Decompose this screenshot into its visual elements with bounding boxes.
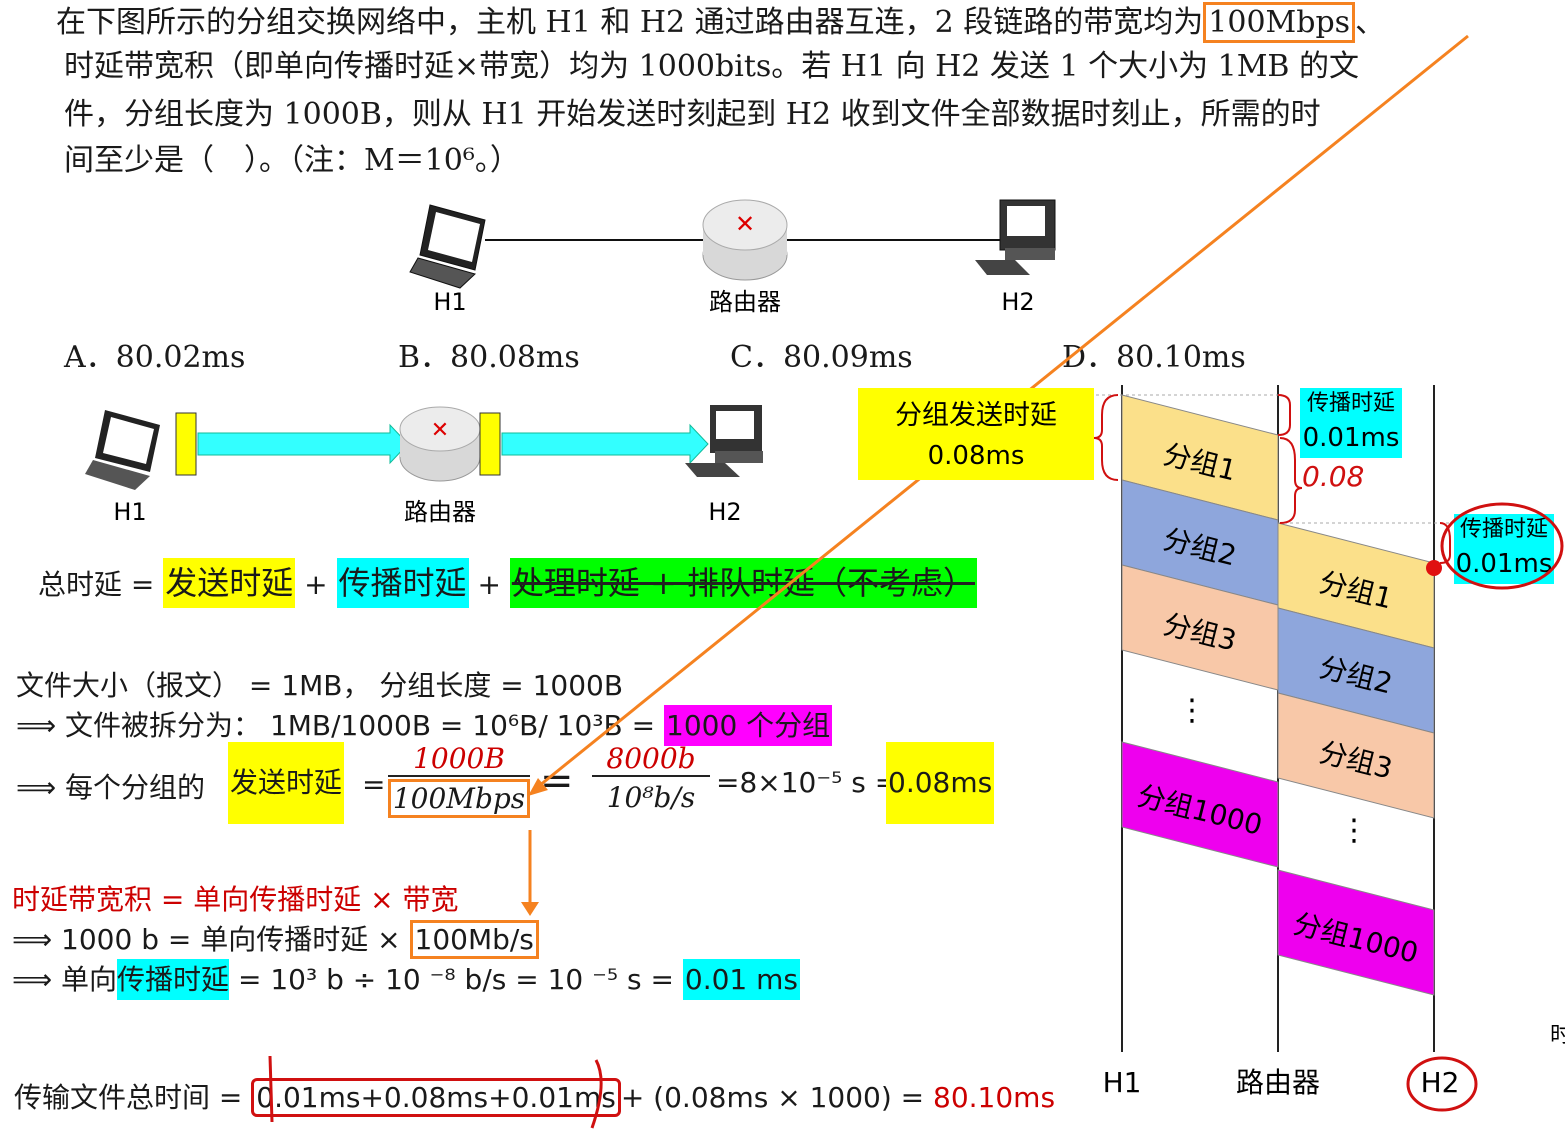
col-router-label: 路由器 — [1236, 1066, 1320, 1099]
prop2-box — [1454, 514, 1554, 584]
prop2-value: 0.01ms — [1456, 549, 1553, 579]
h1-buffer — [175, 412, 197, 476]
send-delay-value: 0.08ms — [928, 441, 1025, 471]
calc-split: ⟹ 文件被拆分为： 1MB/1000B = 10⁶B/ 10³B = 1000 … — [16, 704, 833, 746]
send-delay-term: 发送时延 — [163, 558, 296, 608]
edge-text: 时 — [1550, 1023, 1565, 1048]
question-line-2: 时延带宽积（即单向传播时延×带宽）均为 1000bits。若 H1 向 H2 发… — [64, 49, 1359, 84]
bandwidth-box-2: 100Mbps — [388, 779, 530, 818]
timeline-diagram: 分组1 分组2 分组3 分组1000 分组1 分组2 分组3 分组1000 ⋮ … — [858, 385, 1565, 1112]
topo-router-label: 路由器 — [709, 288, 781, 316]
prop1-box — [1300, 388, 1402, 458]
d2-router-label: 路由器 — [404, 498, 476, 526]
d2-h1-label: H1 — [113, 498, 146, 526]
question-line-4: 间至少是（ ）。（注：M＝10⁶。） — [64, 143, 520, 178]
svg-text:✕: ✕ — [431, 418, 449, 443]
calc-prop-delay: ⟹ 单向传播时延 = 10³ b ÷ 10 ⁻⁸ b/s = 10 ⁻⁵ s =… — [12, 958, 800, 1000]
prop2-label: 传播时延 — [1460, 517, 1548, 542]
packet-count: 1000 个分组 — [664, 705, 833, 746]
topo-h1-label: H1 — [433, 288, 466, 316]
router-ellipsis: ⋮ — [1339, 813, 1369, 848]
h1-ellipsis: ⋮ — [1177, 693, 1207, 728]
calc-dbp-definition: 时延带宽积 = 单向传播时延 × 带宽 — [12, 883, 459, 916]
d2-h2-label: H2 — [708, 498, 741, 526]
laptop-icon — [409, 204, 486, 289]
question-line-3: 件，分组长度为 1000B，则从 H1 开始发送时刻起到 H2 收到文件全部数据… — [64, 97, 1321, 132]
send-delay-hl: 发送时延 — [228, 742, 345, 824]
topo-h2-label: H2 — [1001, 288, 1034, 316]
bandwidth-highlight-box: 100Mbps — [1203, 2, 1356, 43]
red-dot — [1426, 560, 1442, 576]
fraction-1: 1000B 100Mbps — [388, 742, 530, 818]
arrow-link-1 — [197, 423, 409, 465]
col-h2-label: H2 — [1421, 1066, 1460, 1099]
h1-packet-1000 — [1121, 741, 1279, 868]
laptop-icon — [85, 410, 160, 490]
prop1-label: 传播时延 — [1307, 391, 1395, 416]
bandwidth-box-3: 100Mb/s — [409, 920, 539, 959]
prop1-value: 0.01ms — [1303, 423, 1400, 453]
prop-delay-result: 0.01 ms — [682, 959, 800, 1000]
option-b[interactable]: B．80.08ms — [398, 340, 580, 375]
router-buffer — [479, 412, 501, 476]
router-packet-3 — [1277, 692, 1435, 819]
send-delay-label: 分组发送时延 — [895, 400, 1057, 431]
col-h1-label: H1 — [1103, 1066, 1142, 1099]
arrow-link-2 — [501, 423, 709, 465]
handwritten-008: 0.08 — [1302, 460, 1364, 493]
red-circle-prop2 — [1440, 502, 1564, 590]
red-circle-h2 — [1406, 1056, 1478, 1112]
topology-diagram-2: ✕ H1 路由器 H2 — [85, 405, 763, 526]
prop-delay-hl: 传播时延 — [117, 959, 230, 1000]
option-a[interactable]: A．80.02ms — [64, 340, 246, 375]
option-d[interactable]: D．80.10ms — [1062, 340, 1246, 375]
option-c[interactable]: C．80.09ms — [730, 340, 913, 375]
calc-file-size: 文件大小（报文） = 1MB， 分组长度 = 1000B — [16, 669, 624, 702]
red-circled-sum: 0.01ms+0.08ms+0.01ms — [251, 1078, 621, 1117]
topology-diagram: ✕ H1 路由器 H2 — [409, 199, 1056, 316]
calc-dbp-eq: ⟹ 1000 b = 单向传播时延 × 100Mb/s — [12, 918, 539, 959]
total-result: 80.10ms — [933, 1081, 1056, 1114]
router-icon: ✕ — [399, 406, 481, 482]
router-packet-1000 — [1277, 869, 1435, 996]
total-delay-formula: 总时延 = 发送时延 + 传播时延 + 处理时延 + 排队时延（不考虑） — [38, 558, 977, 608]
send-delay-box — [858, 388, 1094, 480]
question-line-1: 在下图所示的分组交换网络中，主机 H1 和 H2 通过路由器互连，2 段链路的带… — [56, 0, 1385, 46]
desktop-icon — [975, 199, 1056, 275]
prop-delay-term: 传播时延 — [336, 558, 469, 608]
fraction-2: 8000b 10⁸b/s — [592, 742, 710, 814]
router-icon: ✕ — [702, 199, 788, 281]
svg-text:✕: ✕ — [735, 210, 755, 238]
